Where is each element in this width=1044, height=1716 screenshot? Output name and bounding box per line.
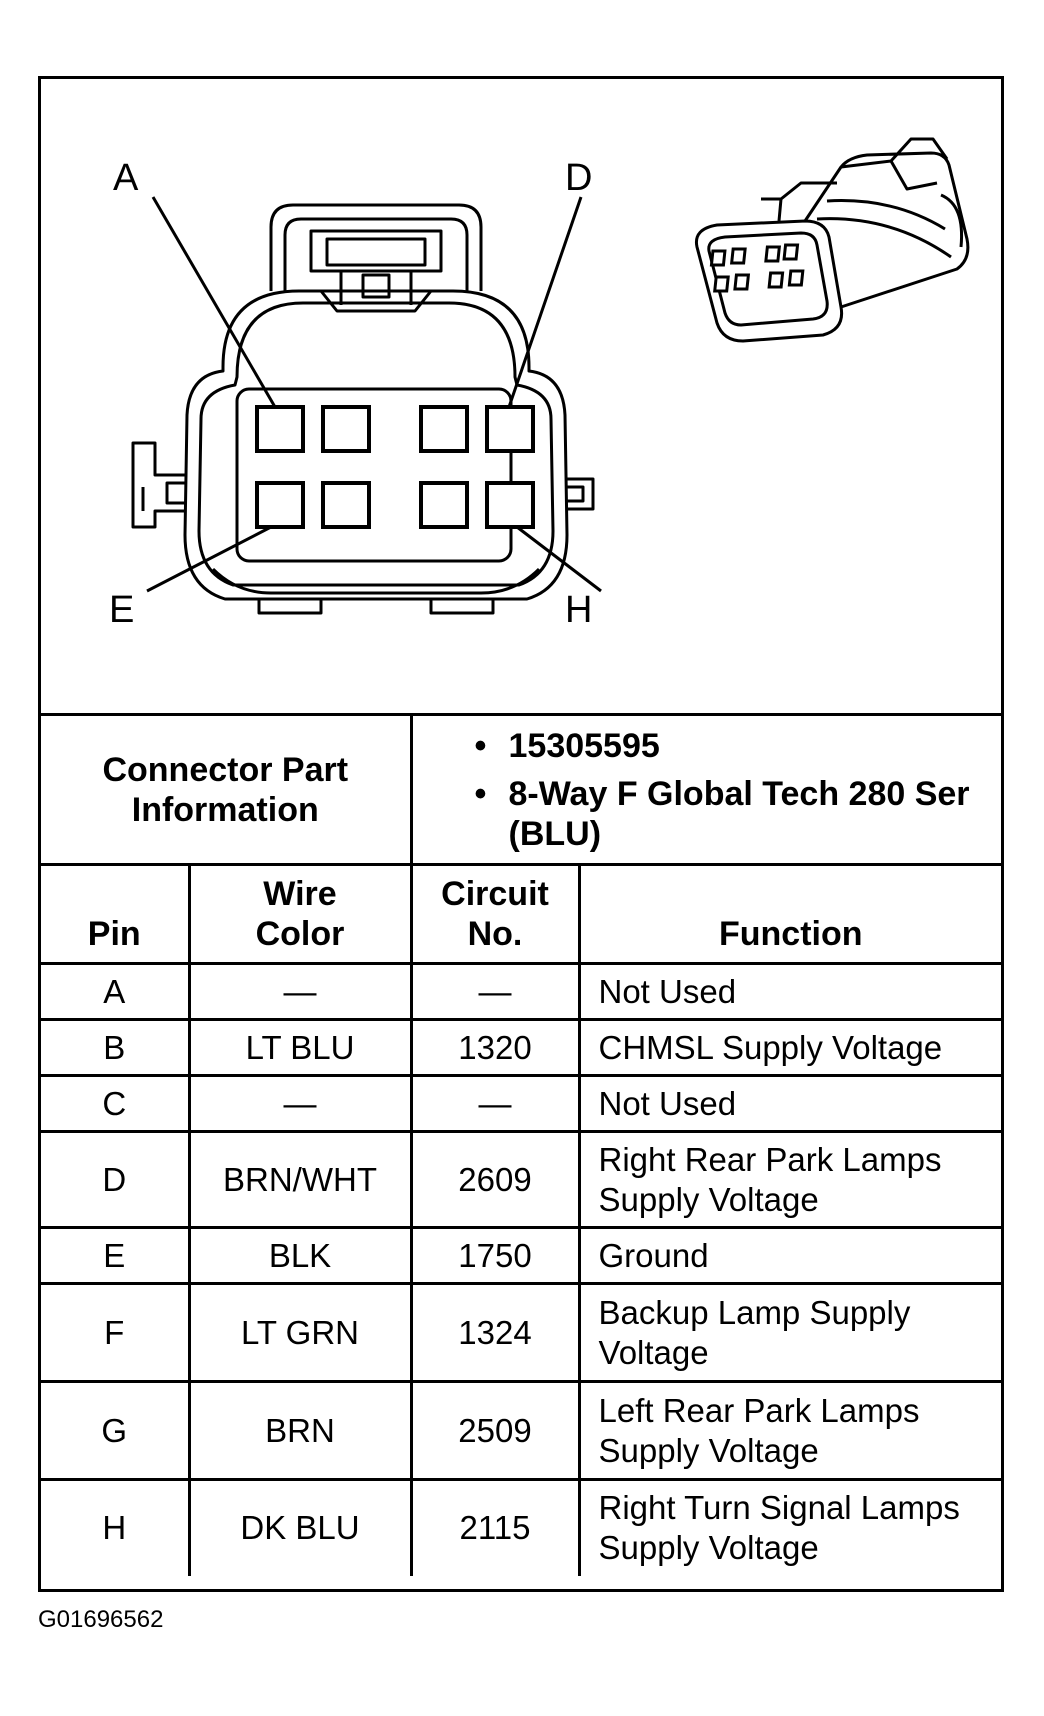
pin-cell: B	[41, 1018, 189, 1076]
table-row: D BRN/WHT 2609 Right Rear Park Lamps Sup…	[41, 1130, 1001, 1228]
wire-color-cell: —	[187, 1074, 411, 1132]
pin-cell: A	[41, 962, 189, 1020]
pin-cavity-c	[419, 405, 469, 453]
circuit-cell: —	[409, 1074, 579, 1132]
leader-line-a	[151, 196, 277, 408]
function-cell: Ground	[577, 1226, 1001, 1284]
table-row: A — — Not Used	[41, 962, 1001, 1020]
pin-callout-a: A	[113, 157, 139, 199]
leader-line-e	[146, 525, 272, 593]
leader-line-d	[507, 196, 583, 408]
pin-cavity-g	[419, 481, 469, 529]
pin-cavity-h	[485, 481, 535, 529]
table-row: F LT GRN 1324 Backup Lamp Supply Voltage	[41, 1282, 1001, 1382]
circuit-cell: 1320	[409, 1018, 579, 1076]
pin-callout-e: E	[109, 589, 135, 631]
circuit-cell: 1324	[409, 1282, 579, 1382]
pin-cavity-f	[321, 481, 371, 529]
wire-color-cell: BRN/WHT	[187, 1130, 411, 1228]
pin-cell: H	[41, 1478, 189, 1576]
function-cell: Not Used	[577, 962, 1001, 1020]
connector-description: 8-Way F Global Tech 280 Ser (BLU)	[475, 774, 1002, 854]
connector-info-table: Connector Part Information 15305595 8-Wa…	[41, 713, 1001, 865]
pin-cavity-b	[321, 405, 371, 453]
function-cell: Right Turn Signal Lamps Supply Voltage	[577, 1478, 1001, 1576]
connector-3d-illustration	[694, 137, 970, 343]
pin-cell: D	[41, 1130, 189, 1228]
pin-cell: C	[41, 1074, 189, 1132]
table-row: E BLK 1750 Ground	[41, 1226, 1001, 1284]
connector-info-values: 15305595 8-Way F Global Tech 280 Ser (BL…	[409, 713, 1002, 865]
function-cell: Right Rear Park Lamps Supply Voltage	[577, 1130, 1001, 1228]
circuit-cell: 2115	[409, 1478, 579, 1576]
function-cell: CHMSL Supply Voltage	[577, 1018, 1001, 1076]
pin-callout-d: D	[565, 157, 593, 199]
pin-cavity-d	[485, 405, 535, 453]
function-cell: Backup Lamp Supply Voltage	[577, 1282, 1001, 1382]
circuit-cell: 2609	[409, 1130, 579, 1228]
pin-cell: G	[41, 1380, 189, 1480]
function-column-header: Function	[577, 863, 1001, 964]
table-row: G BRN 2509 Left Rear Park Lamps Supply V…	[41, 1380, 1001, 1480]
pin-cavity-e	[255, 481, 305, 529]
circuit-cell: 1750	[409, 1226, 579, 1284]
connector-face-drawing	[131, 137, 970, 615]
connector-frame: A D E H Connector Part Information 15305…	[38, 76, 1004, 1592]
connector-diagram: A D E H	[41, 79, 1001, 713]
function-cell: Left Rear Park Lamps Supply Voltage	[577, 1380, 1001, 1480]
pin-callout-h: H	[565, 589, 593, 631]
figure-id: G01696562	[38, 1606, 164, 1633]
table-row: B LT BLU 1320 CHMSL Supply Voltage	[41, 1018, 1001, 1076]
circuit-cell: 2509	[409, 1380, 579, 1480]
wire-color-cell: LT BLU	[187, 1018, 411, 1076]
table-row: C — — Not Used	[41, 1074, 1001, 1132]
pin-cavity-a	[255, 405, 305, 453]
pin-column-header: Pin	[41, 863, 189, 964]
pin-cell: E	[41, 1226, 189, 1284]
connector-info-label: Connector Part Information	[41, 713, 411, 865]
wire-color-cell: BRN	[187, 1380, 411, 1480]
leader-line-h	[516, 525, 602, 593]
wire-color-cell: DK BLU	[187, 1478, 411, 1576]
wire-color-cell: LT GRN	[187, 1282, 411, 1382]
function-cell: Not Used	[577, 1074, 1001, 1132]
wire-color-cell: —	[187, 962, 411, 1020]
connector-part-number: 15305595	[475, 726, 1002, 766]
circuit-cell: —	[409, 962, 579, 1020]
wire-color-cell: BLK	[187, 1226, 411, 1284]
pin-cell: F	[41, 1282, 189, 1382]
table-row: H DK BLU 2115 Right Turn Signal Lamps Su…	[41, 1478, 1001, 1576]
